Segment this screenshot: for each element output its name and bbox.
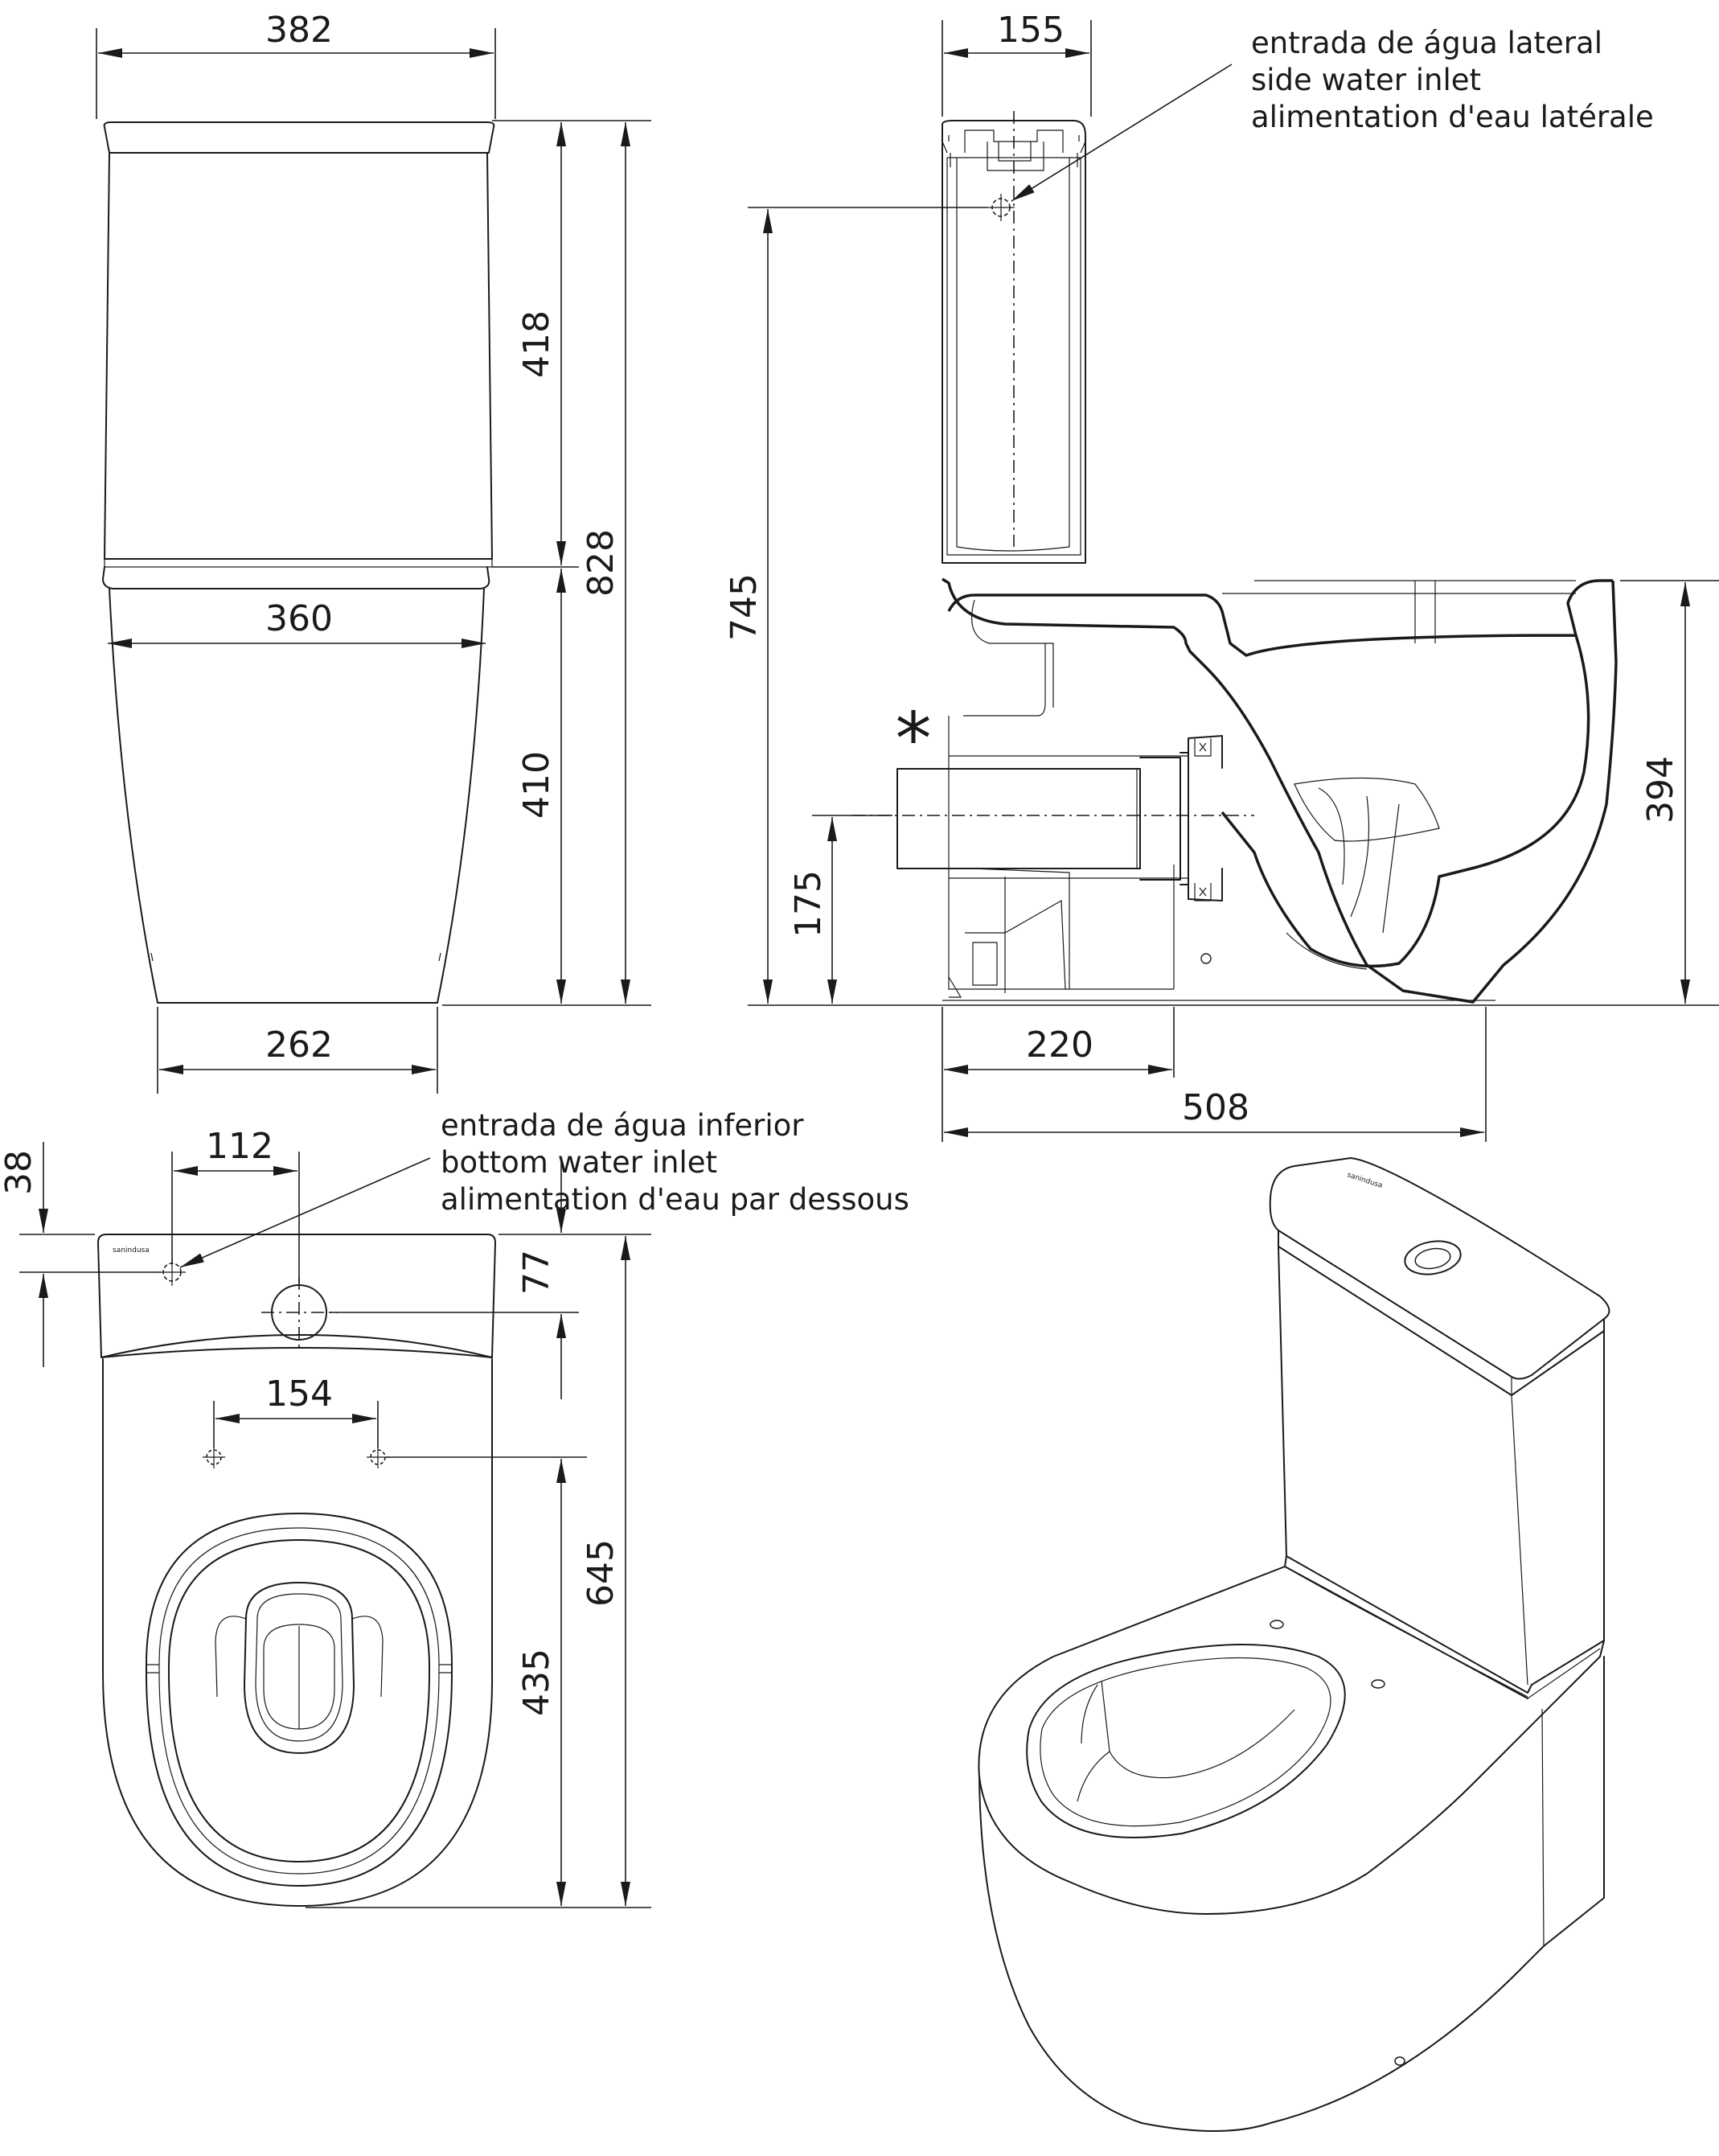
top-brand-logo: sanindusa (113, 1246, 150, 1255)
outlet-asterisk: * (896, 697, 932, 782)
side-view: * (748, 111, 1719, 1006)
top-seat-outer (146, 1513, 453, 1887)
perspective-view: sanindusa (978, 1157, 1610, 2132)
persp-seat-opening (1026, 1644, 1346, 1838)
top-dimensions: 112 38 77 154 435 645 entrada de água in… (0, 1108, 909, 1908)
outlet-pipe (896, 735, 1223, 901)
side-dimensions: 155 745 175 394 220 508 entrada de água … (724, 10, 1719, 1142)
dim-tank-height: 418 (516, 310, 557, 378)
side-bowl-inner (947, 579, 1613, 968)
dim-total-depth: 508 (1182, 1087, 1249, 1128)
dim-button-depth: 77 (516, 1250, 557, 1295)
dim-inlet-depth: 38 (0, 1150, 39, 1195)
front-tank-lid (103, 121, 495, 154)
dim-inlet-offset: 112 (206, 1126, 273, 1167)
top-trapway (244, 1582, 355, 1754)
dim-hinge-to-front: 435 (516, 1649, 557, 1716)
side-inlet-note-en: side water inlet (1251, 63, 1481, 97)
front-tank-body (104, 152, 493, 560)
dim-rim-height: 394 (1640, 756, 1681, 823)
persp-tank-body (1278, 1246, 1605, 1694)
dim-total-length: 645 (581, 1539, 622, 1607)
dim-base-width: 262 (265, 1025, 333, 1066)
side-tank (942, 120, 1086, 564)
top-bowl-outline (102, 1358, 494, 1907)
hinge-hole-right (367, 1446, 389, 1468)
side-bowl-outer (942, 577, 1618, 1004)
persp-tank-top (1269, 1157, 1610, 1380)
persp-bowl-side (978, 1656, 1605, 2132)
hinge-hole-left (203, 1446, 225, 1468)
bottom-inlet-note-fr: alimentation d'eau par dessous (441, 1182, 909, 1217)
side-inlet-note-fr: alimentation d'eau latérale (1251, 100, 1654, 134)
dim-outlet-height: 175 (788, 870, 829, 938)
top-view: sanindusa (97, 1234, 496, 1907)
dim-tank-width: 382 (265, 10, 333, 51)
dim-side-inlet-height: 745 (724, 573, 765, 641)
dim-tank-depth: 155 (997, 10, 1065, 51)
top-tank (97, 1234, 496, 1358)
top-flush-button (261, 1277, 338, 1348)
front-view (102, 121, 495, 1004)
side-inlet-marker (987, 194, 1015, 221)
top-bowl-inner (168, 1539, 430, 1862)
side-inlet-note-pt: entrada de água lateral (1251, 26, 1602, 60)
dim-total-height: 828 (581, 529, 622, 597)
persp-brand-logo: sanindusa (1346, 1171, 1384, 1190)
bottom-inlet-note-pt: entrada de água inferior (441, 1108, 804, 1143)
front-bowl (102, 566, 490, 589)
dim-bowl-width: 360 (265, 598, 333, 639)
dim-hinge-spacing: 154 (265, 1374, 333, 1415)
persp-bowl-rim (978, 1566, 1605, 1915)
front-dimensions: 382 360 262 418 410 828 (96, 10, 651, 1094)
dim-bowl-height: 410 (516, 751, 557, 819)
bottom-inlet-note-en: bottom water inlet (441, 1145, 717, 1180)
dim-outlet-distance: 220 (1026, 1025, 1093, 1066)
